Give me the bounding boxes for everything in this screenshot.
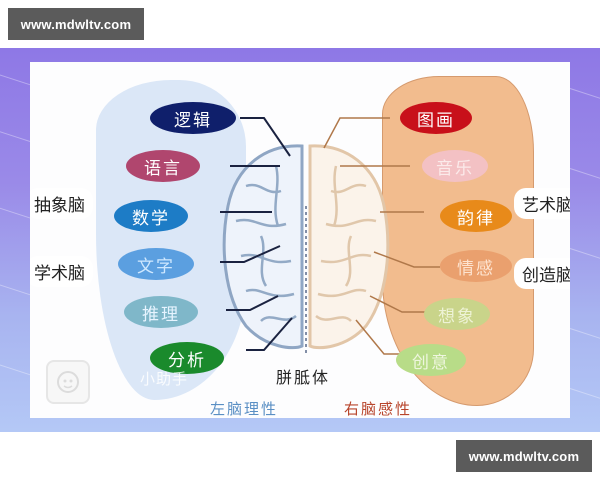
right-item-music: 音乐: [422, 150, 488, 182]
watermark-bottom: www.mdwltv.com: [456, 440, 592, 472]
right-item-creativity: 创意: [396, 344, 466, 376]
decor-stripe: [569, 388, 600, 408]
decor-stripe: [569, 168, 600, 188]
watermark-top: www.mdwltv.com: [8, 8, 144, 40]
side-label-abstract-brain: 抽象脑: [30, 188, 93, 219]
left-item-language: 语言: [126, 150, 200, 182]
left-item-logic: 逻辑: [150, 102, 236, 134]
decor-stripe: [569, 88, 600, 108]
decor-stripe: [569, 328, 600, 348]
brain-diagram-panel: 逻辑 语言 数学 文字 推理 分析 抽象脑 学术脑 图画 音乐 韵律 情感 想象…: [30, 62, 570, 418]
right-item-imagination: 想象: [424, 298, 490, 330]
source-logo-icon: [46, 360, 90, 404]
corpus-callosum-label: 胼胝体: [276, 368, 331, 387]
right-item-drawing: 图画: [400, 102, 472, 134]
decor-stripe: [569, 248, 600, 268]
right-item-rhythm: 韵律: [440, 200, 512, 232]
right-brain-caption: 右脑感性: [344, 400, 413, 418]
right-item-emotion: 情感: [440, 250, 512, 282]
left-item-reasoning: 推理: [124, 296, 198, 328]
side-label-creative-brain: 创造脑: [514, 258, 570, 289]
source-watermark-text: 小助手: [140, 370, 189, 388]
left-item-analysis: 分析: [150, 342, 224, 374]
left-item-math: 数学: [114, 200, 188, 232]
side-label-academic-brain: 学术脑: [30, 256, 93, 287]
left-item-writing: 文字: [118, 248, 194, 280]
brain-illustration-icon: [222, 144, 390, 356]
left-brain-caption: 左脑理性: [210, 400, 279, 418]
side-label-art-brain: 艺术脑: [514, 188, 570, 219]
